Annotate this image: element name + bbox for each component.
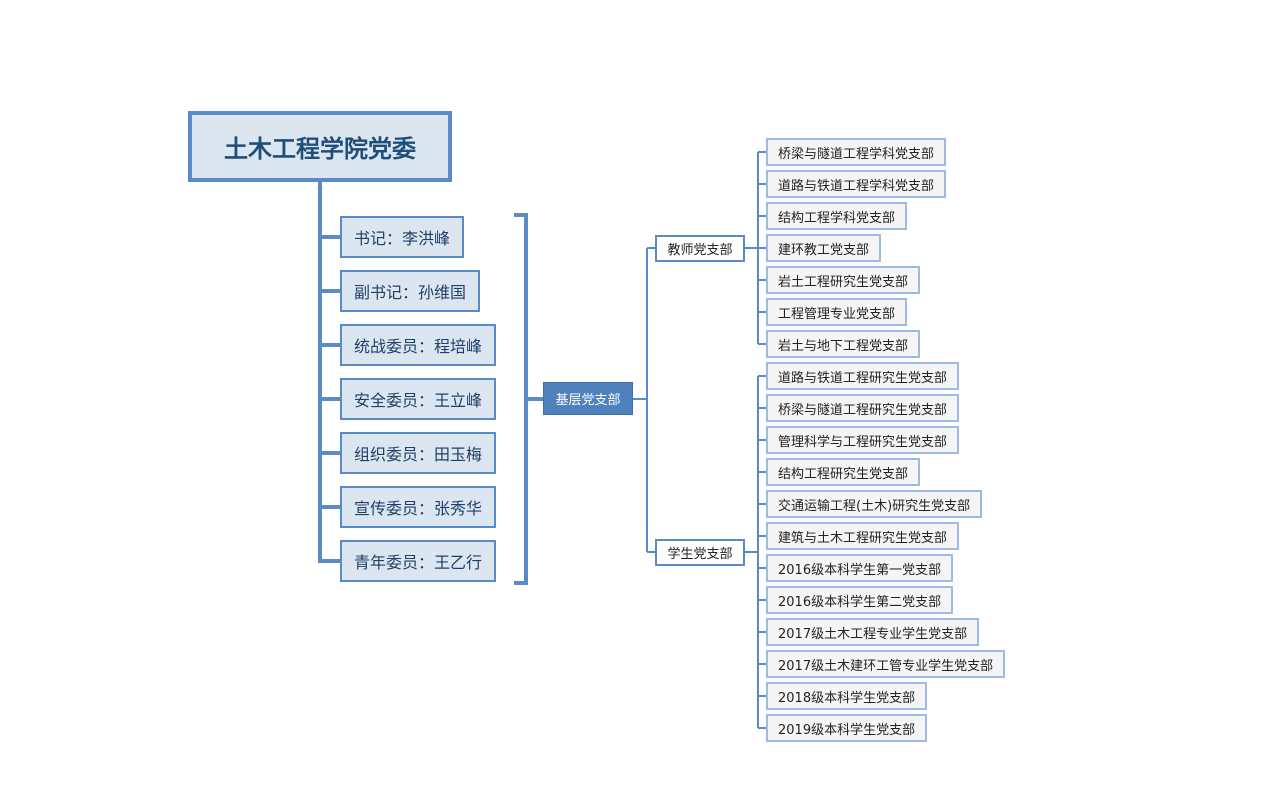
- branch-label: 2016级本科学生第一党支部: [778, 562, 942, 578]
- branch-label: 结构工程研究生党支部: [778, 466, 909, 482]
- branch-label: 道路与铁道工程研究生党支部: [778, 370, 948, 386]
- member-label: 安全委员：王立峰: [354, 391, 483, 410]
- branch-label: 结构工程学科党支部: [778, 210, 896, 226]
- branch-label: 2018级本科学生党支部: [778, 690, 916, 706]
- branch-label: 道路与铁道工程学科党支部: [778, 178, 935, 194]
- branch-label: 建环教工党支部: [778, 242, 870, 258]
- student-branches-group-node[interactable]: 学生党支部: [655, 539, 745, 566]
- member-node-youth[interactable]: 青年委员：王乙行: [340, 540, 497, 582]
- teacher-branches-spine: [745, 152, 759, 344]
- branch-node-student-2[interactable]: 桥梁与隧道工程研究生党支部: [766, 394, 960, 422]
- branch-label: 岩土与地下工程党支部: [778, 338, 909, 354]
- branch-label: 桥梁与隧道工程研究生党支部: [778, 402, 948, 418]
- branch-node-student-10[interactable]: 2017级土木建环工管专业学生党支部: [766, 650, 1006, 678]
- branch-label: 管理科学与工程研究生党支部: [778, 434, 948, 450]
- branch-label: 交通运输工程(土木)研究生党支部: [778, 498, 971, 514]
- student-branch-stubs: [758, 375, 766, 729]
- branch-label: 2017级土木工程专业学生党支部: [778, 626, 968, 642]
- branch-label: 2019级本科学生党支部: [778, 722, 916, 738]
- member-label: 统战委员：程培峰: [354, 337, 483, 356]
- branch-node-teacher-3[interactable]: 结构工程学科党支部: [766, 202, 908, 230]
- branch-node-student-5[interactable]: 交通运输工程(土木)研究生党支部: [766, 490, 983, 518]
- branch-node-teacher-1[interactable]: 桥梁与隧道工程学科党支部: [766, 138, 947, 166]
- member-label: 宣传委员：张秀华: [354, 499, 483, 518]
- branch-node-teacher-6[interactable]: 工程管理专业党支部: [766, 298, 908, 326]
- branch-node-student-9[interactable]: 2017级土木工程专业学生党支部: [766, 618, 980, 646]
- grassroots-to-groups-line: [633, 247, 655, 553]
- branch-node-teacher-5[interactable]: 岩土工程研究生党支部: [766, 266, 921, 294]
- branch-node-student-11[interactable]: 2018级本科学生党支部: [766, 682, 928, 710]
- group-label: 学生党支部: [667, 547, 733, 562]
- member-label: 副书记：孙维国: [354, 283, 467, 302]
- branch-node-student-1[interactable]: 道路与铁道工程研究生党支部: [766, 362, 960, 390]
- branch-label: 桥梁与隧道工程学科党支部: [778, 146, 935, 162]
- root-node-college-committee[interactable]: 土木工程学院党委: [188, 111, 452, 182]
- branch-label: 建筑与土木工程研究生党支部: [778, 530, 948, 546]
- branch-label: 2016级本科学生第二党支部: [778, 594, 942, 610]
- member-node-secretary[interactable]: 书记：李洪峰: [340, 216, 465, 258]
- member-node-united-front[interactable]: 统战委员：程培峰: [340, 324, 497, 366]
- branch-node-student-4[interactable]: 结构工程研究生党支部: [766, 458, 921, 486]
- group-label: 教师党支部: [667, 243, 733, 258]
- branch-node-teacher-7[interactable]: 岩土与地下工程党支部: [766, 330, 921, 358]
- student-branches-spine: [745, 376, 759, 728]
- teacher-branch-stubs: [758, 151, 766, 345]
- grassroots-branches-node[interactable]: 基层党支部: [543, 382, 633, 415]
- branch-node-student-3[interactable]: 管理科学与工程研究生党支部: [766, 426, 960, 454]
- member-label: 青年委员：王乙行: [354, 553, 483, 572]
- member-node-organization[interactable]: 组织委员：田玉梅: [340, 432, 497, 474]
- member-node-safety[interactable]: 安全委员：王立峰: [340, 378, 497, 420]
- branch-node-teacher-2[interactable]: 道路与铁道工程学科党支部: [766, 170, 947, 198]
- summary-bracket: [514, 213, 528, 585]
- branch-label: 工程管理专业党支部: [778, 306, 896, 322]
- root-node-title: 土木工程学院党委: [224, 135, 416, 163]
- grassroots-label: 基层党支部: [555, 393, 621, 408]
- branch-label: 2017级土木建环工管专业学生党支部: [778, 658, 994, 674]
- branch-node-student-7[interactable]: 2016级本科学生第一党支部: [766, 554, 954, 582]
- member-node-deputy-secretary[interactable]: 副书记：孙维国: [340, 270, 481, 312]
- branch-node-student-12[interactable]: 2019级本科学生党支部: [766, 714, 928, 742]
- member-label: 组织委员：田玉梅: [354, 445, 483, 464]
- branch-node-teacher-4[interactable]: 建环教工党支部: [766, 234, 882, 262]
- member-node-publicity[interactable]: 宣传委员：张秀华: [340, 486, 497, 528]
- branch-node-student-8[interactable]: 2016级本科学生第二党支部: [766, 586, 954, 614]
- branch-node-student-6[interactable]: 建筑与土木工程研究生党支部: [766, 522, 960, 550]
- branch-label: 岩土工程研究生党支部: [778, 274, 909, 290]
- teacher-branches-group-node[interactable]: 教师党支部: [655, 235, 745, 262]
- member-label: 书记：李洪峰: [354, 229, 451, 248]
